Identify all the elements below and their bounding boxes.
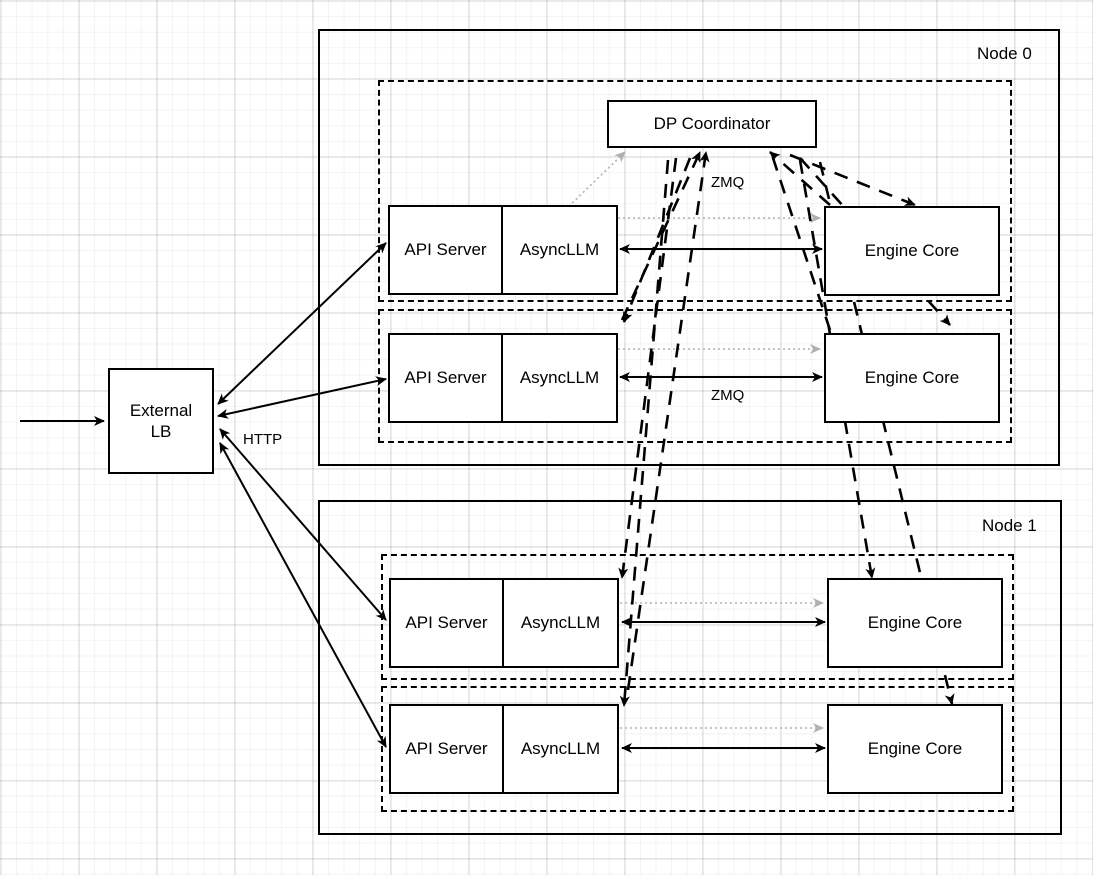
node1-rank1-engine-core-label: Engine Core <box>867 739 963 759</box>
node1-rank1-api-asyncllm[interactable]: API Server AsyncLLM <box>389 704 619 794</box>
zmq-label-coordinator: ZMQ <box>711 174 745 191</box>
external-lb-label-line2: LB <box>150 422 172 441</box>
dp-coordinator-label: DP Coordinator <box>653 114 771 134</box>
node0-rank1-api-asyncllm[interactable]: API Server AsyncLLM <box>388 333 618 423</box>
node-1-label: Node 1 <box>982 516 1037 535</box>
node1-rank1-api-server[interactable]: API Server <box>391 706 504 792</box>
dp-coordinator-box[interactable]: DP Coordinator <box>607 100 817 148</box>
node0-rank0-engine-core[interactable]: Engine Core <box>824 206 1000 296</box>
node0-rank1-engine-core-label: Engine Core <box>864 368 960 388</box>
node-0-label: Node 0 <box>977 44 1032 63</box>
node1-rank1-engine-core[interactable]: Engine Core <box>827 704 1003 794</box>
node1-rank0-engine-core[interactable]: Engine Core <box>827 578 1003 668</box>
node0-rank0-api-server[interactable]: API Server <box>390 207 503 293</box>
zmq-label-node0-rank1: ZMQ <box>711 387 745 404</box>
node0-rank1-asyncllm[interactable]: AsyncLLM <box>519 368 600 387</box>
node0-rank0-engine-core-label: Engine Core <box>864 241 960 261</box>
node1-rank1-asyncllm[interactable]: AsyncLLM <box>520 739 601 758</box>
node1-rank0-engine-core-label: Engine Core <box>867 613 963 633</box>
http-edge-label: HTTP <box>243 431 283 448</box>
node0-rank0-asyncllm[interactable]: AsyncLLM <box>519 240 600 259</box>
node1-rank0-asyncllm[interactable]: AsyncLLM <box>520 613 601 632</box>
node1-rank0-api-asyncllm[interactable]: API Server AsyncLLM <box>389 578 619 668</box>
node0-rank0-api-asyncllm[interactable]: API Server AsyncLLM <box>388 205 618 295</box>
node1-rank0-api-server[interactable]: API Server <box>391 580 504 666</box>
node0-rank1-api-server[interactable]: API Server <box>390 335 503 421</box>
external-lb-label-line1: External <box>129 400 193 420</box>
node0-rank1-engine-core[interactable]: Engine Core <box>824 333 1000 423</box>
external-lb-box[interactable]: External LB <box>108 368 214 474</box>
